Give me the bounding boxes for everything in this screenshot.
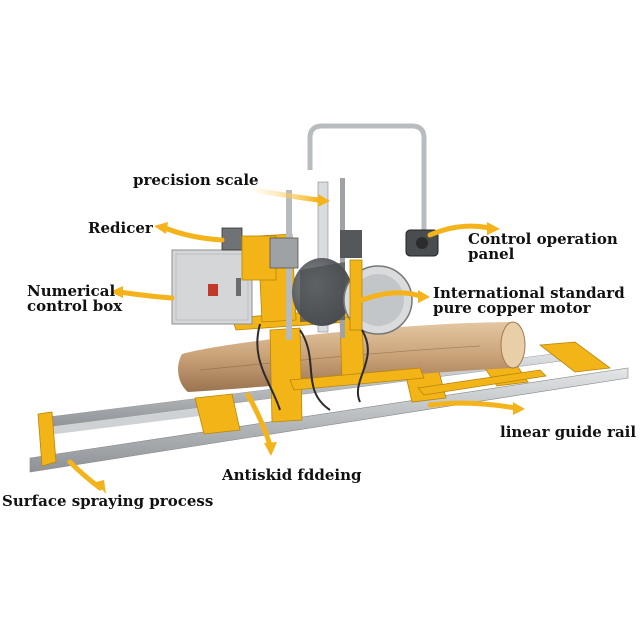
label-surface-spraying: Surface spraying process: [2, 492, 214, 510]
arrow-icon: [427, 400, 518, 411]
cables: [256, 323, 369, 411]
arrow-icon: [245, 392, 273, 448]
label-reducer: Redicer: [88, 219, 153, 237]
label-linear-guide-rail: linear guide rail: [500, 423, 637, 441]
arrow-icon: [264, 442, 277, 456]
arrow-icon: [154, 222, 168, 234]
label-copper-motor: International standard pure copper motor: [433, 284, 625, 317]
callout-arrows: [67, 187, 525, 494]
arrow-icon: [110, 286, 123, 298]
arrow-icon: [487, 222, 500, 235]
arrow-icon: [252, 187, 321, 203]
arrow-icon: [427, 223, 493, 238]
arrow-icon: [318, 194, 330, 207]
arrow-icon: [96, 480, 106, 494]
arrow-icon: [359, 290, 423, 303]
label-precision-scale: precision scale: [133, 171, 259, 189]
label-antiskid: Antiskid fddeing: [222, 466, 362, 484]
arrow-icon: [418, 290, 430, 303]
label-control-operation-panel: Control operation panel: [468, 230, 618, 263]
reducer: [221, 227, 299, 281]
arrow-icon: [162, 225, 225, 243]
arrow-icon: [513, 402, 525, 415]
copper-motor: [292, 230, 413, 335]
arrow-icon: [67, 459, 103, 491]
label-numerical-control-box: Numerical control box: [27, 282, 123, 315]
arrow-icon: [117, 289, 175, 301]
numerical-control-box: [171, 249, 253, 325]
